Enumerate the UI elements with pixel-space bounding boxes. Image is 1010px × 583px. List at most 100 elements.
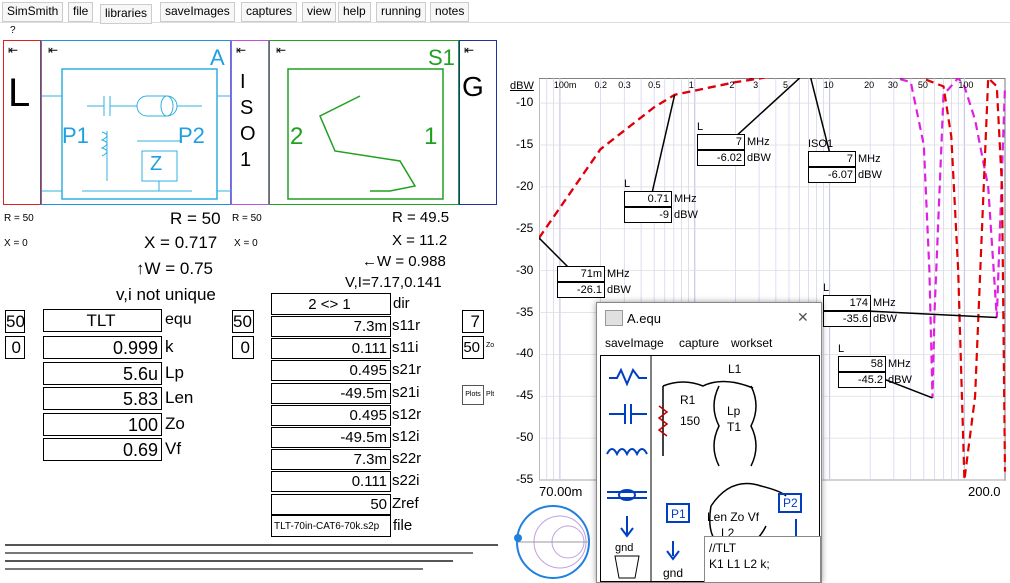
sparam-value-label: s21i	[392, 383, 420, 401]
s1-w-readout: ←W = 0.988	[362, 253, 446, 270]
x-tick-label: 0.5	[648, 80, 661, 90]
equ-window-titlebar[interactable]: A.equ ✕	[597, 303, 821, 333]
menu-view[interactable]: view	[302, 2, 337, 22]
load-r-readout: R = 50	[4, 213, 34, 224]
x-tick-label: 0.3	[618, 80, 631, 90]
smith-chart[interactable]	[508, 500, 598, 581]
menu-captures[interactable]: captures	[241, 2, 298, 22]
sparam-value-input[interactable]: 0.111	[271, 471, 391, 493]
s2p-block-s1[interactable]: ⇤ S1 2 1	[269, 40, 459, 205]
load-r-input[interactable]: 50	[5, 310, 25, 333]
plots-button[interactable]: Plots	[462, 385, 484, 405]
sparam-dir-select[interactable]: 2 <> 1	[271, 293, 391, 315]
menu-file[interactable]: file	[68, 2, 94, 22]
sparam-value-input[interactable]: 0.495	[271, 404, 391, 426]
marker-level-box[interactable]: -45.2	[838, 372, 886, 388]
marker-level-box[interactable]: -6.02	[697, 150, 745, 166]
collapse-arrow-icon[interactable]: ⇤	[48, 43, 59, 57]
tlt-param-input[interactable]: 0.69	[43, 438, 162, 461]
menu-bar: SimSmith file libraries saveImages captu…	[0, 0, 1010, 24]
unit-label: MHz	[747, 136, 770, 148]
sparam-value-input[interactable]: 0.495	[271, 360, 391, 382]
equ-code-editor[interactable]: //TLT K1 L1 L2 k;	[704, 536, 821, 583]
iso-r-input[interactable]: 50	[232, 310, 254, 333]
sparam-value-input[interactable]: 7.3m	[271, 449, 391, 471]
marker-freq-box[interactable]: 7	[808, 151, 856, 167]
gen-zo-input[interactable]: 50	[462, 336, 484, 359]
marker-level-box[interactable]: -35.6	[823, 311, 871, 327]
equ-menu-saveimage[interactable]: saveImage	[605, 336, 664, 350]
x-tick-label: 1	[688, 80, 694, 90]
close-icon[interactable]: ✕	[797, 309, 809, 325]
menu-simsmith[interactable]: SimSmith	[2, 2, 64, 22]
impedance-z-label: Z	[150, 153, 163, 175]
menu-saveimages[interactable]: saveImages	[160, 2, 235, 22]
x-tick-label: 100	[958, 80, 974, 90]
p1-port-label: P1	[671, 507, 686, 521]
s1-vi-readout: V,I=7.17,0.141	[345, 274, 442, 291]
unit-label: dBW	[674, 209, 698, 221]
marker-level-box[interactable]: -6.07	[808, 167, 856, 183]
a-x-readout: X = 0.717	[144, 233, 218, 252]
sparam-value-input[interactable]: -49.5m	[271, 427, 391, 448]
tlt-param-input[interactable]: 0.999	[43, 336, 162, 359]
isolator-block[interactable]: ⇤ I S O 1	[231, 40, 269, 205]
equ-menu-workset[interactable]: workset	[731, 336, 773, 350]
marker-name: L	[823, 282, 830, 294]
sparam-value-input[interactable]: 0.111	[271, 338, 391, 360]
sparam-file-input[interactable]: TLT-70in-CAT6-70k.s2p	[271, 515, 391, 537]
marker-level-box[interactable]: -26.1	[557, 282, 605, 298]
collapse-arrow-icon[interactable]: ⇤	[236, 43, 247, 57]
tlt-param-label: k	[165, 337, 174, 356]
help-mark[interactable]: ?	[10, 25, 16, 36]
equ-window-menu: saveImage capture workset	[597, 333, 821, 353]
tlt-type-label: equ	[165, 311, 192, 328]
marker-freq-box[interactable]: 7	[697, 134, 745, 150]
sparam-value-input[interactable]: 7.3m	[271, 316, 391, 337]
marker-freq-box[interactable]: 174	[823, 295, 871, 311]
marker-name: L	[838, 343, 845, 355]
tlt-param-input[interactable]: 5.6u	[43, 361, 162, 385]
marker-freq-box[interactable]: 71m	[557, 266, 605, 282]
collapse-arrow-icon[interactable]: ⇤	[8, 43, 19, 57]
p2-port-label: P2	[783, 496, 798, 510]
unit-label: MHz	[888, 358, 911, 370]
sparam-file-label: file	[393, 517, 413, 534]
menu-help[interactable]: help	[338, 2, 371, 22]
len-zo-vf-label: Len Zo Vf	[707, 510, 760, 524]
marker-level-box[interactable]: -9	[624, 207, 672, 223]
load-block[interactable]: ⇤ L	[3, 40, 41, 205]
x-tick-label: 2	[729, 80, 735, 90]
sparam-value-input[interactable]: -49.5m	[271, 382, 391, 404]
marker-freq-box[interactable]: 58	[838, 356, 886, 372]
tlt-param-label: Zo	[165, 413, 185, 433]
l1-label: L1	[728, 362, 742, 376]
menu-running[interactable]: running	[376, 2, 427, 22]
gen-freq-input[interactable]: 7	[462, 310, 484, 333]
equ-menu-capture[interactable]: capture	[679, 336, 720, 350]
equ-canvas[interactable]: R1 150 L1 Lp T1 P1 P2 Len Zo Vf L2 Lp gn…	[600, 355, 821, 583]
tlt-param-input[interactable]: 5.83	[43, 387, 162, 410]
gen-zo-label: Zo	[486, 342, 495, 349]
sparam-value-input[interactable]: 50	[271, 493, 391, 515]
collapse-arrow-icon[interactable]: ⇤	[276, 43, 287, 57]
collapse-arrow-icon[interactable]: ⇤	[464, 43, 475, 57]
load-x-input[interactable]: 0	[5, 336, 25, 359]
iso-x-input[interactable]: 0	[232, 336, 254, 359]
menu-libraries[interactable]: libraries	[100, 4, 153, 24]
sparam-value-label: s11r	[392, 317, 421, 334]
tlt-type-select[interactable]: TLT	[43, 309, 162, 332]
y-tick-label: -25	[516, 220, 534, 235]
port-1-label: 1	[424, 123, 438, 150]
iso-letter: 1	[240, 149, 252, 171]
menu-notes[interactable]: notes	[430, 2, 470, 22]
lp-label: Lp	[727, 404, 741, 418]
tlt-block-a[interactable]: ⇤ A P1 P2 Z	[41, 40, 232, 205]
equ-window[interactable]: A.equ ✕ saveImage capture workset	[596, 302, 822, 583]
a-vi-note: v,i not unique	[116, 285, 216, 304]
generator-block[interactable]: ⇤ G	[459, 40, 497, 205]
tlt-param-input[interactable]: 100	[43, 412, 162, 436]
plot-y-unit: dBW	[510, 80, 534, 92]
unit-label: MHz	[674, 193, 697, 205]
marker-freq-box[interactable]: 0.71	[624, 191, 672, 207]
